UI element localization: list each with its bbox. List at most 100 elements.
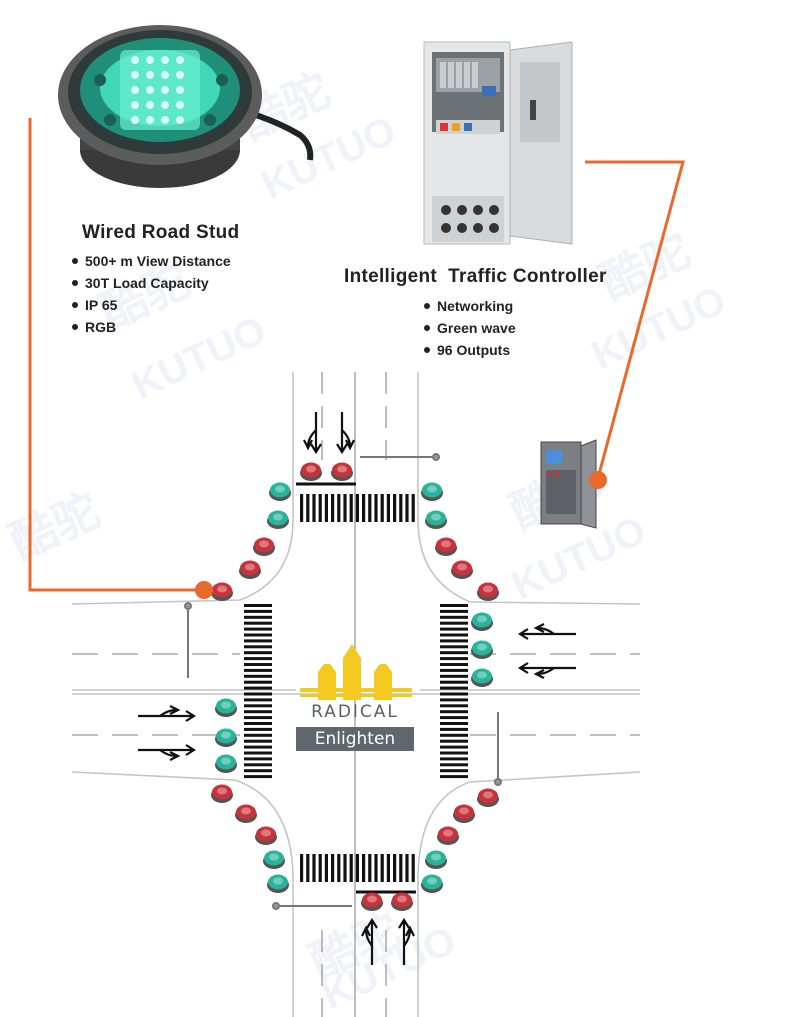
small-controller-cabinet-image [540, 439, 597, 529]
crosswalk-stripe [244, 686, 272, 690]
bullet-icon [424, 325, 430, 332]
green-road-stud-icon [269, 482, 291, 501]
feature-item: 96 Outputs [424, 339, 516, 361]
crosswalk-stripe [440, 716, 468, 720]
crosswalk-stripe [440, 769, 468, 773]
crosswalk-stripe [440, 698, 468, 702]
crosswalk-stripe [440, 710, 468, 714]
signal-poles [184, 453, 502, 910]
red-road-stud-icon [391, 892, 413, 911]
crosswalk-stripe [244, 739, 272, 743]
crosswalk-stripe [440, 645, 468, 649]
red-road-stud-icon [331, 462, 353, 481]
crosswalk-stripe [440, 692, 468, 696]
radical-logo-mark [300, 644, 412, 700]
crosswalk-stripe [380, 854, 384, 882]
crosswalk-stripe [393, 494, 397, 522]
stud-connector-node [195, 581, 213, 599]
crosswalk-stripe [312, 494, 316, 522]
crosswalk-stripe [244, 615, 272, 619]
crosswalk-stripe [244, 757, 272, 761]
crosswalk-stripe [331, 854, 335, 882]
road-stud-spec-list: 500+ m View Distance 30T Load Capacity I… [72, 250, 231, 338]
feature-item: Networking [424, 295, 516, 317]
crosswalk-stripe [312, 854, 316, 882]
crosswalk-stripe [440, 727, 468, 731]
green-road-stud-icon [425, 510, 447, 529]
road-stud-layer [211, 462, 499, 911]
red-road-stud-icon [437, 826, 459, 845]
crosswalk-north [300, 494, 415, 522]
crosswalk-stripe [244, 745, 272, 749]
green-road-stud-icon [425, 850, 447, 869]
crosswalk-stripe [244, 657, 272, 661]
bullet-icon [424, 303, 430, 310]
lane-arrows [138, 412, 576, 965]
crosswalk-stripe [440, 657, 468, 661]
crosswalk-stripe [244, 727, 272, 731]
crosswalk-stripe [244, 751, 272, 755]
crosswalk-stripe [440, 763, 468, 767]
crosswalk-stripe [440, 663, 468, 666]
bullet-icon [72, 324, 78, 331]
connector-lines [28, 118, 685, 592]
crosswalk-stripe [244, 668, 272, 672]
bullet-icon [72, 258, 78, 265]
crosswalk-stripe [440, 751, 468, 755]
crosswalk-stripe [331, 494, 335, 522]
bullet-icon [72, 280, 78, 287]
crosswalk-stripe [440, 686, 468, 690]
crosswalk-stripe [244, 698, 272, 702]
brand-logo: RADICAL Enlighten [296, 700, 414, 754]
crosswalk-stripe [324, 854, 328, 882]
green-road-stud-icon [267, 874, 289, 893]
crosswalk-stripe [440, 668, 468, 672]
crosswalk-stripe [380, 494, 384, 522]
crosswalk-stripe [244, 621, 272, 625]
crosswalk-stripe [368, 854, 372, 882]
crosswalk-stripe [362, 494, 366, 522]
crosswalk-stripe [244, 651, 272, 655]
crosswalk-stripe [374, 494, 378, 522]
crosswalk-stripe [244, 639, 272, 643]
svg-text:酷驼: 酷驼 [2, 483, 107, 569]
crosswalk-stripe [368, 494, 372, 522]
crosswalk-stripe [349, 494, 353, 522]
crosswalk-stripe [244, 645, 272, 649]
crosswalk-stripe [440, 627, 468, 631]
green-road-stud-icon [267, 510, 289, 529]
crosswalk-stripe [318, 494, 322, 522]
crosswalk-stripe [244, 663, 272, 666]
crosswalk-stripe [440, 704, 468, 708]
crosswalk-stripe [244, 716, 272, 720]
crosswalk-stripe [300, 854, 304, 882]
watermark-layer: 酷驼 KUTUO 酷驼 KUTUO 酷驼 KUTUO 酷驼 KUTUO 酷驼 酷… [2, 63, 732, 1017]
crosswalk-stripe [244, 710, 272, 714]
red-road-stud-icon [300, 462, 322, 481]
crosswalk-stripe [337, 854, 341, 882]
green-road-stud-icon [471, 612, 493, 631]
red-road-stud-icon [239, 560, 261, 579]
crosswalk-stripe [244, 627, 272, 631]
crosswalk-stripe [411, 854, 415, 882]
spec-item: RGB [72, 316, 231, 338]
crosswalk-stripe [244, 633, 272, 637]
road-stud-title: Wired Road Stud [82, 222, 240, 243]
crosswalk-stripe [440, 775, 468, 779]
crosswalk-stripe [440, 604, 468, 607]
bullet-icon [424, 347, 430, 354]
crosswalk-stripe [440, 615, 468, 619]
spec-item: IP 65 [72, 294, 231, 316]
crosswalk-stripe [337, 494, 341, 522]
crosswalk-stripe [318, 854, 322, 882]
feature-item: Green wave [424, 317, 516, 339]
logo-line-enlighten: Enlighten [296, 727, 414, 751]
traffic-controller-cabinet-image [423, 41, 573, 245]
red-road-stud-icon [435, 537, 457, 556]
crosswalk-stripe [386, 494, 390, 522]
crosswalk-stripe [440, 680, 468, 684]
red-road-stud-icon [477, 582, 499, 601]
spec-item: 500+ m View Distance [72, 250, 231, 272]
crosswalk-stripe [244, 609, 272, 613]
